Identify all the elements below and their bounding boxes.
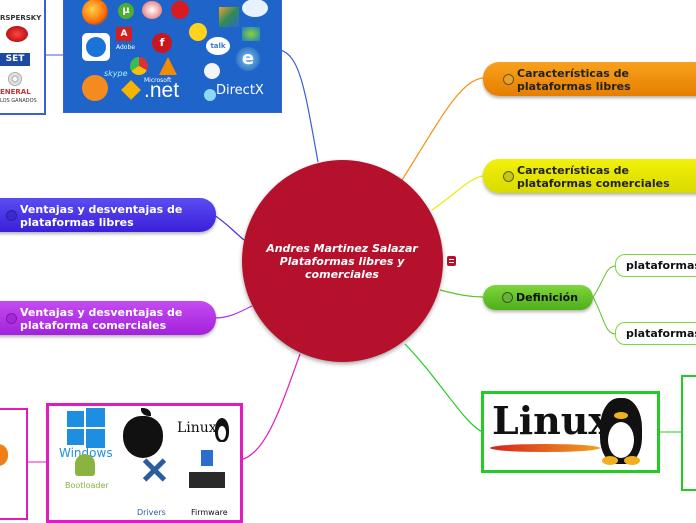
node-definicion-label: Definición bbox=[516, 291, 579, 304]
microsoft-label: Microsoft bbox=[144, 77, 172, 84]
firmware-arrow-icon bbox=[201, 450, 213, 466]
topic-icon bbox=[503, 74, 514, 85]
topic-icon bbox=[6, 210, 17, 221]
firmware-chip-icon bbox=[189, 472, 225, 488]
definicion-child-2-label: plataformas bbox=[626, 327, 696, 340]
vlc-icon bbox=[159, 57, 177, 75]
connector-caracteristicas-libres bbox=[401, 77, 484, 181]
office-icon bbox=[219, 7, 239, 27]
topic-icon bbox=[502, 292, 513, 303]
connector-ventajas-comerciales bbox=[213, 305, 253, 319]
os-logos-image: Windows Linux Bootloader Drivers Firmwar… bbox=[46, 403, 243, 523]
apple-leaf-icon bbox=[141, 408, 151, 416]
android-icon bbox=[75, 454, 95, 476]
linux-small-label: Linux bbox=[177, 420, 217, 436]
network-icon bbox=[142, 1, 162, 19]
windows-media-icon bbox=[204, 63, 220, 79]
definicion-child-1-label: plataformas bbox=[626, 259, 696, 272]
connector-definicion bbox=[439, 289, 484, 298]
definicion-child-1[interactable]: plataformas bbox=[615, 254, 696, 277]
definicion-child-2[interactable]: plataformas bbox=[615, 322, 696, 345]
teamviewer-icon bbox=[82, 33, 110, 61]
connector-def-child-2 bbox=[592, 296, 617, 335]
linux-banner-image: Linux bbox=[481, 391, 660, 473]
connector-def-child-1 bbox=[592, 265, 617, 298]
adobe-icon: A bbox=[116, 27, 132, 41]
partial-logo bbox=[0, 444, 8, 466]
winamp-icon bbox=[121, 80, 141, 100]
opera-icon bbox=[171, 1, 189, 19]
connector-ventajas-libres bbox=[213, 214, 245, 241]
node-ventajas-libres[interactable]: Ventajas y desventajas de plataformas li… bbox=[0, 198, 216, 232]
windows-label: Windows bbox=[59, 446, 113, 460]
avast-icon bbox=[82, 75, 108, 101]
directx-label: DirectX bbox=[216, 83, 264, 98]
kaspersky-logo: RSPERSKY bbox=[0, 14, 42, 22]
linux-banner-swoosh bbox=[490, 444, 600, 452]
node-ventajas-libres-label: Ventajas y desventajas de plataformas li… bbox=[20, 203, 183, 229]
node-caracteristicas-libres[interactable]: Características de plataformas libres bbox=[483, 62, 696, 96]
node-ventajas-comerciales-label: Ventajas y desventajas de plataforma com… bbox=[20, 306, 183, 332]
msn-icon bbox=[242, 27, 260, 41]
bootloader-label: Bootloader bbox=[65, 481, 109, 490]
node-caracteristicas-comerciales-label: Características de plataformas comercial… bbox=[517, 164, 670, 190]
tux-small-icon bbox=[215, 418, 229, 442]
tools-icon bbox=[141, 456, 167, 482]
eset-logo: SET bbox=[0, 53, 30, 66]
central-title: Andres Martinez Salazar Plataformas libr… bbox=[266, 242, 418, 281]
connector-caracteristicas-comerciales bbox=[431, 175, 484, 211]
utorrent-icon: µ bbox=[118, 3, 134, 19]
smiley-icon bbox=[189, 23, 207, 41]
node-definicion[interactable]: Definición bbox=[483, 285, 593, 310]
node-ventajas-comerciales[interactable]: Ventajas y desventajas de plataforma com… bbox=[0, 301, 216, 335]
chrome-icon bbox=[130, 57, 148, 75]
antivirus-logos-image: RSPERSKY SET ENERAL LOS GANADOS bbox=[0, 0, 46, 115]
topic-icon bbox=[503, 171, 514, 182]
general-logo: ENERAL bbox=[0, 88, 31, 96]
ie-icon: e bbox=[236, 47, 260, 71]
windows-logo-icon bbox=[67, 408, 105, 448]
firefox-icon bbox=[82, 0, 108, 25]
adobe-label: Adobe bbox=[116, 44, 135, 51]
footer-text: LOS GANADOS bbox=[0, 98, 37, 104]
note-icon[interactable] bbox=[447, 256, 456, 266]
eye-icon bbox=[242, 0, 268, 17]
cd-icon bbox=[8, 72, 22, 86]
flash-icon: f bbox=[152, 33, 172, 53]
talk-icon: talk bbox=[206, 37, 230, 55]
firmware-label: Firmware bbox=[191, 508, 228, 517]
linux-banner-label: Linux bbox=[492, 398, 612, 443]
connector-software bbox=[279, 49, 319, 163]
apple-logo-icon bbox=[123, 416, 163, 458]
connector-os bbox=[239, 353, 301, 461]
skype-label: skype bbox=[104, 69, 128, 78]
node-caracteristicas-libres-label: Características de plataformas libres bbox=[517, 67, 631, 93]
defender-logo bbox=[6, 26, 28, 42]
partial-image-left bbox=[0, 408, 28, 520]
connector-linux bbox=[404, 343, 484, 433]
topic-icon bbox=[6, 313, 17, 324]
drivers-label: Drivers bbox=[137, 508, 166, 517]
central-node[interactable] bbox=[242, 160, 443, 362]
tux-icon bbox=[600, 398, 642, 465]
net-label: .net bbox=[144, 79, 180, 102]
partial-image-right bbox=[681, 375, 696, 491]
software-logos-image: µ A Adobe f talk e skype Microsoft .net … bbox=[63, 0, 282, 113]
quicktime-icon bbox=[204, 89, 216, 101]
node-caracteristicas-comerciales[interactable]: Características de plataformas comercial… bbox=[483, 159, 696, 193]
